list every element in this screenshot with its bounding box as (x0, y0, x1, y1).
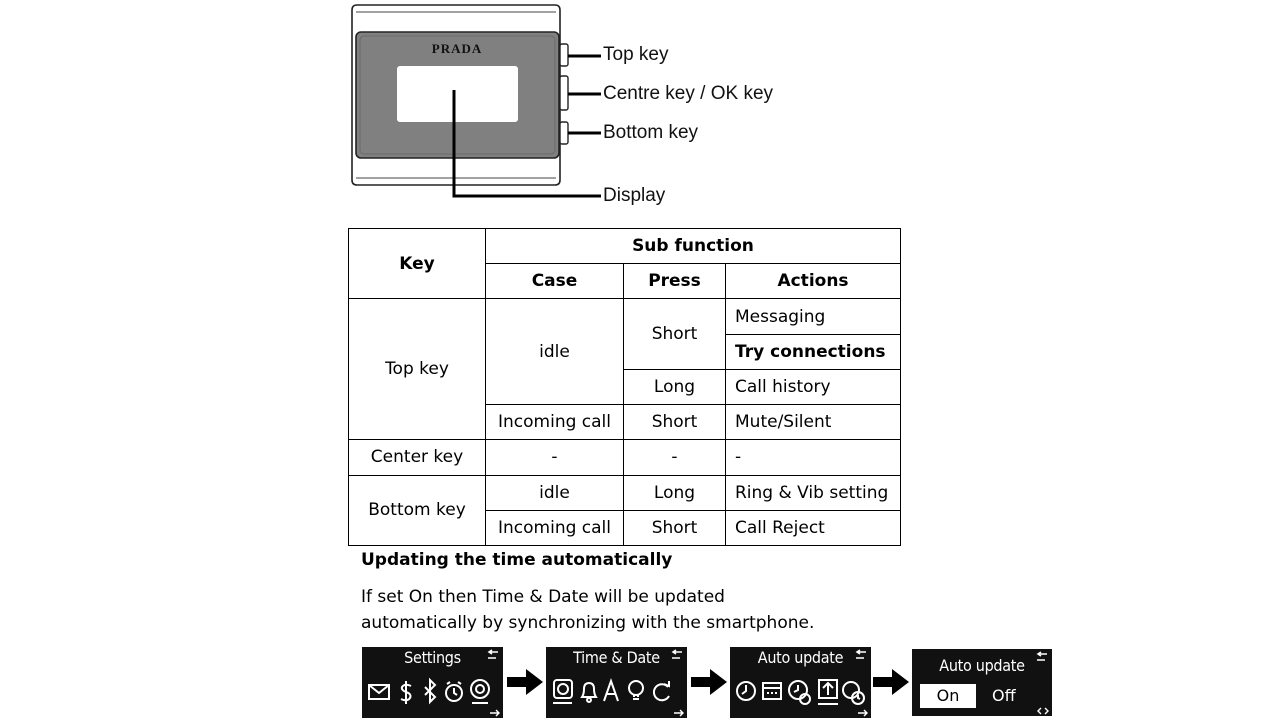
paragraph-line: automatically by synchronizing with the … (361, 613, 815, 633)
header-case: Case (485, 263, 624, 300)
brand-logo: PRADA (432, 41, 483, 56)
watch-case (351, 4, 569, 186)
callout-display: Display (603, 185, 666, 206)
refresh-icon (652, 681, 670, 702)
header-press: Press (623, 263, 726, 300)
next-icon (858, 709, 868, 717)
envelope-icon (368, 684, 390, 700)
cell-action: Call history (725, 368, 901, 406)
settings-screen: Settings (362, 647, 503, 718)
flower-icon (470, 679, 490, 704)
top-key-button (559, 43, 569, 67)
cell-press: Short (623, 404, 726, 441)
calendar-icon (762, 682, 782, 700)
cell-action: Try connections (725, 333, 901, 370)
cell-press: Short (623, 298, 726, 370)
cell-press: Long (623, 474, 726, 511)
alarm-clock-icon (445, 681, 463, 702)
cell-press: Short (623, 509, 726, 547)
cell-case: idle (485, 474, 624, 511)
flow-arrow-icon (873, 669, 909, 695)
back-icon (487, 649, 498, 659)
cell-key: Center key (348, 439, 486, 476)
table-row: Top key idle Short Messaging (348, 298, 901, 441)
bluetooth-icon (424, 677, 437, 705)
cell-action: Messaging (725, 298, 901, 335)
gear-clock-icon (788, 680, 811, 705)
cell-action: Call Reject (725, 509, 901, 547)
time-date-screen: Time & Date (546, 647, 687, 718)
header-sub-function: Sub function (485, 227, 901, 265)
watch-display (397, 66, 518, 122)
back-icon (1036, 651, 1047, 661)
paragraph-line: If set On then Time & Date will be updat… (361, 587, 725, 607)
cell-action: Ring & Vib setting (725, 474, 901, 511)
left-right-icon (1037, 707, 1049, 715)
cell-press: - (623, 439, 726, 476)
cell-case: Incoming call (485, 509, 624, 547)
table-row: Incoming call Short Call Reject (349, 509, 901, 547)
centre-key-button (559, 75, 569, 111)
table-row: Center key - - - (348, 439, 901, 476)
table-row: Bottom key idle Long Ring & Vib setting (348, 474, 901, 547)
section-paragraph: If set On then Time & Date will be updat… (361, 584, 921, 636)
next-icon (674, 709, 684, 717)
timezone-icon (842, 681, 865, 705)
back-icon (855, 649, 866, 659)
bottom-key-button (559, 121, 569, 145)
flow-arrow-icon (507, 669, 543, 695)
on-option[interactable]: On (920, 684, 976, 708)
cell-action: Mute/Silent (725, 404, 901, 441)
table-row: Long Call history (349, 368, 901, 406)
callout-centre-key: Centre key / OK key (603, 83, 774, 104)
key-function-table: Key Sub function Case Press Actions Top … (348, 227, 901, 547)
cell-action: - (725, 439, 901, 476)
section-heading: Updating the time automatically (361, 550, 673, 570)
cell-key: Bottom key (348, 474, 486, 547)
watch-diagram: PRADA (351, 4, 601, 198)
callout-top-key: Top key (603, 44, 669, 65)
cell-case: idle (485, 298, 624, 406)
auto-update-menu-screen: Auto update (730, 647, 871, 718)
font-a-icon (603, 677, 619, 702)
table-subheader-row: Case Press Actions (349, 263, 901, 300)
cell-case: Incoming call (485, 404, 624, 441)
screen-title: Settings (404, 648, 461, 667)
cell-press: Long (623, 368, 726, 406)
cell-key: Top key (348, 298, 486, 441)
screen-title: Auto update (757, 648, 844, 667)
bell-icon (580, 681, 598, 703)
off-option[interactable]: Off (992, 686, 1016, 705)
callout-bottom-key: Bottom key (603, 122, 699, 143)
cell-case: - (485, 439, 624, 476)
header-actions: Actions (725, 263, 901, 300)
table-row: Try connections (349, 333, 901, 370)
screen-title: Time & Date (573, 648, 660, 667)
bulb-icon (628, 680, 644, 700)
header-key: Key (348, 227, 486, 300)
flow-arrow-icon (691, 669, 727, 695)
upload-icon (818, 679, 838, 705)
callout-lines (452, 54, 601, 198)
dollar-icon (400, 681, 412, 704)
table-header-row: Key Sub function (348, 227, 901, 300)
auto-update-toggle-screen: Auto update On Off (912, 649, 1052, 716)
clock-icon (736, 681, 756, 701)
back-icon (671, 649, 682, 659)
screen-title: Auto update (939, 656, 1025, 675)
clock-sync-icon (553, 679, 573, 704)
next-icon (490, 709, 500, 717)
table-row: Incoming call Short Mute/Silent (349, 404, 901, 441)
